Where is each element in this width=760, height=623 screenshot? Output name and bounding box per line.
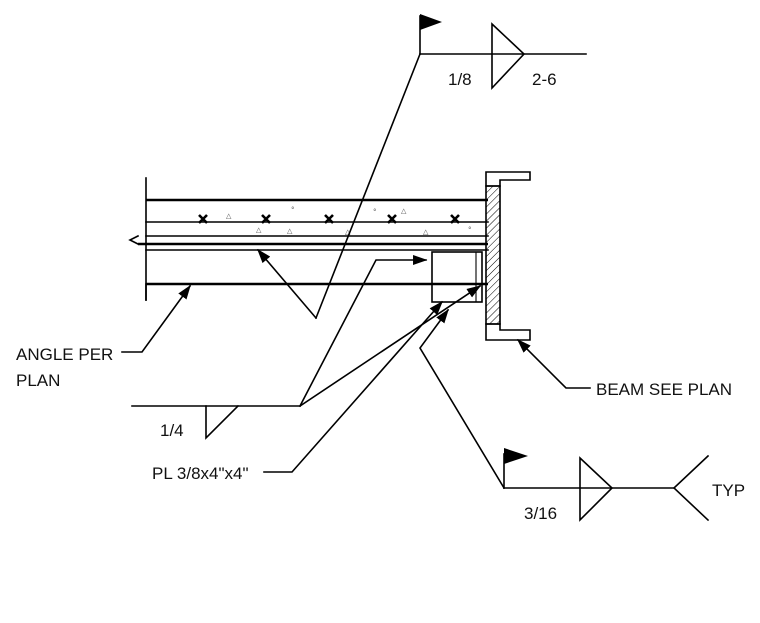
weld-top-length: 2-6 <box>532 70 557 89</box>
plate-callout: PL 3/8x4"x4" <box>152 300 444 483</box>
weld-bottom-tail: TYP <box>712 481 745 500</box>
angle-callout: ANGLE PER PLAN <box>16 284 192 390</box>
svg-text:△: △ <box>345 228 351 236</box>
beam-label: BEAM SEE PLAN <box>596 380 732 399</box>
concrete-slab: △ △ ° △ △ ° △ △ ° <box>128 177 489 301</box>
shear-plate <box>431 251 483 303</box>
svg-text:△: △ <box>226 212 232 220</box>
aggregate-speckles: △ △ ° △ △ ° △ △ ° <box>226 206 472 236</box>
svg-text:△: △ <box>256 226 262 234</box>
angle-label-line2: PLAN <box>16 371 60 390</box>
weld-bottom-size: 3/16 <box>524 504 557 523</box>
weld-left-size: 1/4 <box>160 421 184 440</box>
field-weld-flag-icon <box>420 14 442 30</box>
weld-top-size: 1/8 <box>448 70 472 89</box>
field-weld-flag-icon <box>504 448 528 464</box>
svg-text:°: ° <box>468 226 472 234</box>
steel-angle <box>145 249 489 301</box>
svg-text:△: △ <box>401 207 407 215</box>
svg-text:△: △ <box>423 228 429 236</box>
steel-beam-section <box>485 171 531 341</box>
plate-label: PL 3/8x4"x4" <box>152 464 249 483</box>
svg-text:△: △ <box>287 227 293 235</box>
weld-symbol-bottom: 3/16 TYP <box>419 308 745 523</box>
weld-symbol-left: 1/4 <box>131 254 482 440</box>
angle-label-line1: ANGLE PER <box>16 345 113 364</box>
svg-text:°: ° <box>291 206 295 214</box>
weld-symbol-top: 1/8 2-6 <box>256 14 587 320</box>
svg-text:°: ° <box>373 208 377 216</box>
rebar-marks <box>198 214 460 224</box>
beam-callout: BEAM SEE PLAN <box>516 338 732 399</box>
